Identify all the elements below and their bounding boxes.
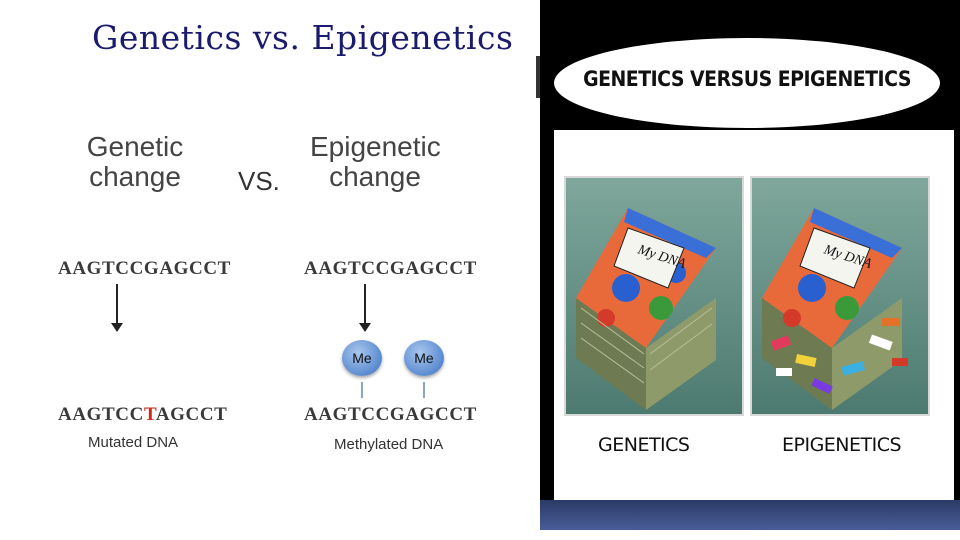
methylated-dna-caption: Methylated DNA [334, 436, 443, 453]
bookmarked-book-icon: My DNA [752, 178, 930, 416]
book-photo-epigenetics: My DNA [750, 176, 930, 416]
banner-oval: GENETICS VERSUS EPIGENETICS [554, 38, 940, 128]
methyl-group-1: Me [342, 340, 382, 376]
methyl-stem-2 [423, 382, 425, 398]
methyl-group-2: Me [404, 340, 444, 376]
mutated-sequence-start: AAGTCC [58, 404, 144, 425]
slide-title: Genetics vs. Epigenetics [92, 18, 513, 57]
left-original-sequence: AAGTCCGAGCCT [58, 258, 231, 280]
mutated-sequence-end: AGCCT [156, 404, 228, 425]
genetic-change-header: Genetic change [80, 132, 190, 192]
right-methylated-sequence: AAGTCCGAGCCT [304, 404, 477, 426]
right-arrow [364, 284, 366, 330]
left-arrow [116, 284, 118, 330]
mutated-base: T [144, 404, 156, 425]
mutated-dna-caption: Mutated DNA [88, 434, 178, 451]
right-original-sequence: AAGTCCGAGCCT [304, 258, 477, 280]
epigenetic-change-header: Epigenetic change [310, 132, 440, 192]
genetics-label: GENETICS [598, 434, 689, 456]
genetic-vs-epigenetic-diagram: Genetic change VS. Epigenetic change AAG… [40, 118, 510, 498]
epigenetics-label: EPIGENETICS [782, 434, 901, 456]
methyl-stem-1 [361, 382, 363, 398]
books-card: My DNA My DNA [554, 130, 954, 500]
book-photo-genetics: My DNA [564, 176, 744, 416]
genetics-epigenetics-image: GENETICS VERSUS EPIGENETICS My DNA [540, 0, 960, 530]
banner-text: GENETICS VERSUS EPIGENETICS [557, 67, 937, 91]
intact-book-icon: My DNA [566, 178, 744, 416]
panel-bottom-strip [540, 500, 960, 530]
vs-label: VS. [238, 166, 280, 197]
left-mutated-sequence: AAGTCCTAGCCT [58, 404, 227, 426]
